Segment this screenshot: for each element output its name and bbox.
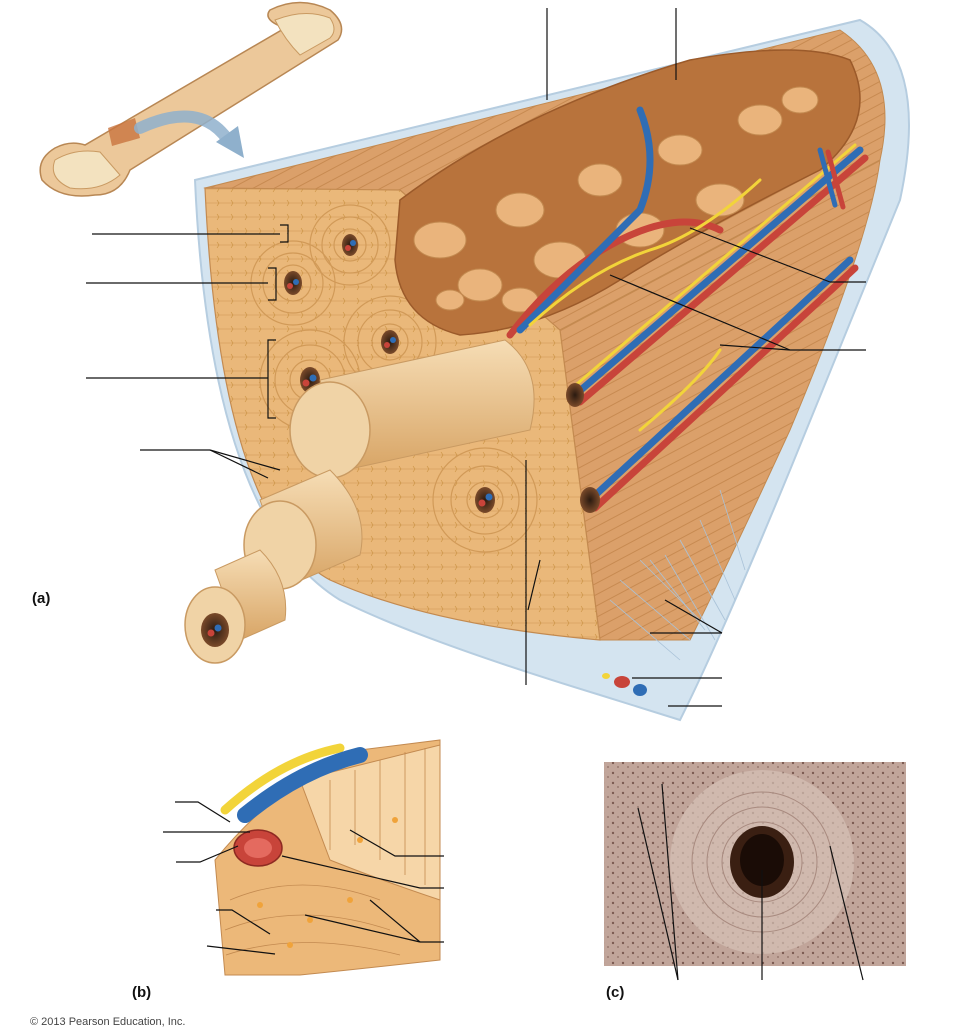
long-bone-icon (39, 1, 343, 197)
copyright-notice: © 2013 Pearson Education, Inc. (30, 1016, 186, 1028)
zoom-arrow (134, 110, 234, 146)
periosteum-fibers (609, 489, 746, 661)
telescoped-osteon (184, 339, 535, 664)
panel-label-c: (c) (606, 984, 625, 1001)
perforating-vessels (568, 143, 869, 512)
panel-label-b: (b) (132, 984, 152, 1001)
leader-lines-b (163, 801, 444, 955)
leader-lines-c (637, 783, 864, 981)
spongy-bone (394, 49, 861, 339)
side-canal-openings (566, 383, 600, 513)
leader-lines-a (86, 8, 866, 707)
osteon-micrograph (604, 762, 906, 966)
osteon-detail (214, 739, 441, 976)
periosteum-vessels (602, 673, 647, 696)
bone-side-face (559, 159, 881, 641)
panel-label-a: (a) (32, 590, 51, 607)
zoom-arrow-head (216, 126, 244, 158)
